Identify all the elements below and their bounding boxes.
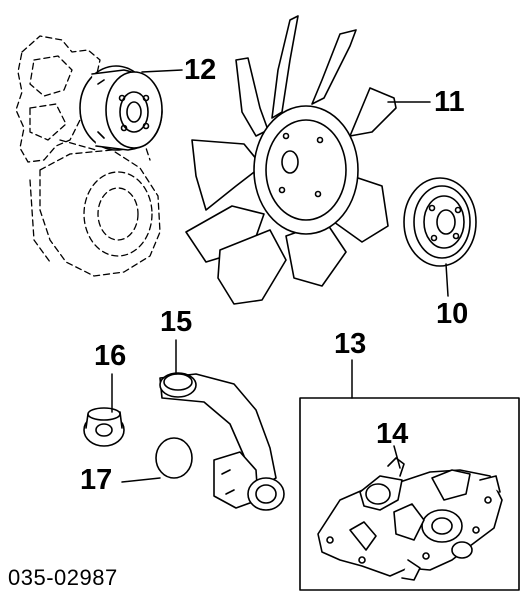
engine-block-outline <box>15 35 161 277</box>
water-pump-part <box>317 457 503 581</box>
leader-lines <box>111 69 449 483</box>
water-pump-pulley-part <box>403 177 477 267</box>
water-pump-assembly-box <box>299 397 520 591</box>
callout-14: 14 <box>376 418 409 450</box>
callout-10: 10 <box>436 298 469 330</box>
cooling-fan-part <box>185 15 397 305</box>
fan-clutch-part <box>79 65 163 151</box>
o-ring-part <box>155 437 193 479</box>
water-inlet-pipe-part <box>159 372 285 511</box>
figure-code: 035-02987 <box>8 565 118 590</box>
callout-15: 15 <box>160 306 193 338</box>
callout-17: 17 <box>80 464 113 496</box>
callout-13: 13 <box>334 328 367 360</box>
callout-12: 12 <box>184 54 217 86</box>
callout-16: 16 <box>94 340 127 372</box>
cap-part <box>83 407 125 447</box>
callout-11: 11 <box>434 86 465 118</box>
